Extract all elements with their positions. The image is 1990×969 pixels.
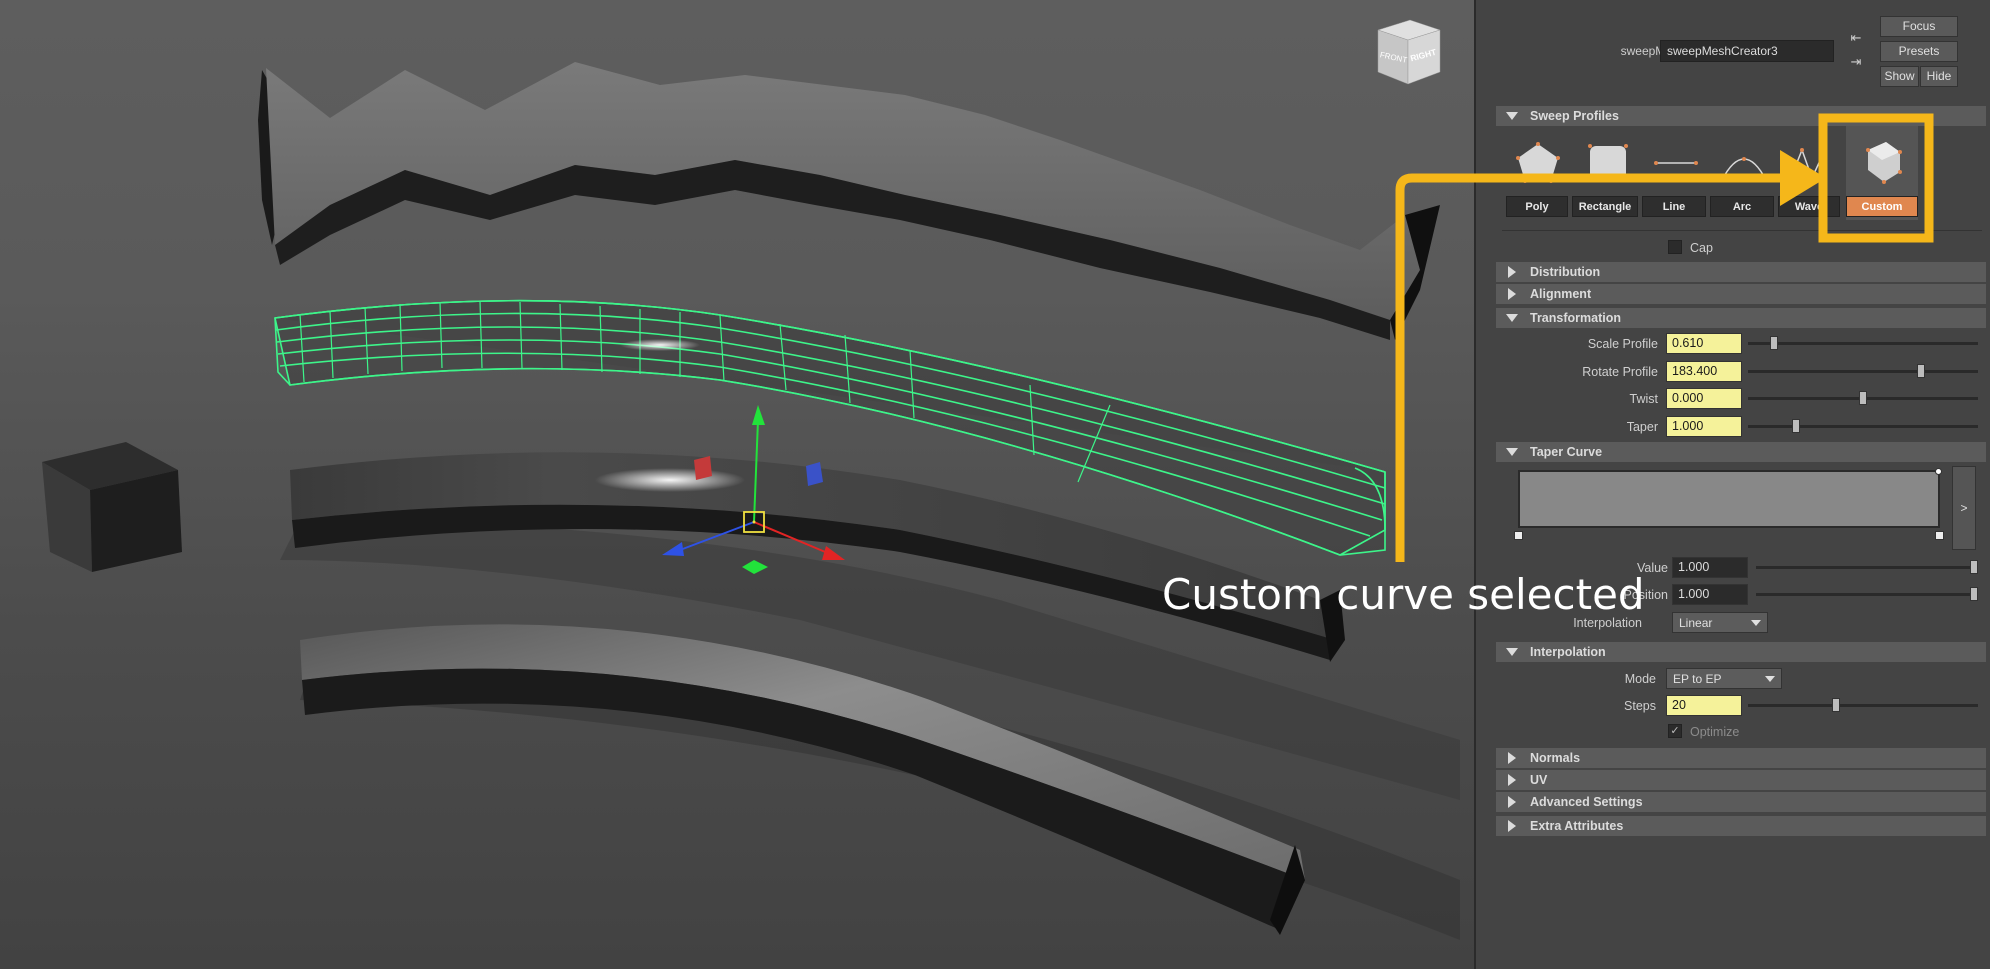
ground-shadow <box>280 520 1460 800</box>
scale-profile-slider-handle[interactable] <box>1770 336 1779 350</box>
optimize-label: Optimize <box>1690 725 1740 739</box>
twist-field[interactable]: 0.000 <box>1666 388 1742 409</box>
rotate-profile-slider-handle[interactable] <box>1916 364 1925 378</box>
rotate-profile-label: Rotate Profile <box>1582 365 1658 379</box>
curve-interpolation-dropdown[interactable]: Linear <box>1672 612 1768 633</box>
scale-profile-slider[interactable] <box>1748 342 1978 345</box>
specular-highlight <box>620 339 700 351</box>
cap-label: Cap <box>1690 241 1713 255</box>
section-normals[interactable]: Normals <box>1496 748 1986 768</box>
custom-profile-icon[interactable] <box>1854 136 1910 186</box>
curve-value-slider[interactable] <box>1756 566 1978 569</box>
3d-viewport[interactable]: FRONT RIGHT <box>0 0 1474 969</box>
expand-arrow-icon <box>1508 752 1516 764</box>
curve-value-label: Value <box>1636 561 1668 575</box>
line-profile-icon[interactable] <box>1648 138 1704 188</box>
curve-position-slider-handle[interactable] <box>1970 587 1978 601</box>
presets-button[interactable]: Presets <box>1880 41 1958 62</box>
section-advanced-settings[interactable]: Advanced Settings <box>1496 792 1986 812</box>
section-taper-curve[interactable]: Taper Curve <box>1496 442 1986 462</box>
annotation-label: Custom curve selected <box>1162 570 1645 619</box>
profile-button-wave[interactable]: Wave <box>1778 196 1840 217</box>
optimize-checkbox[interactable]: ✓ <box>1668 724 1682 738</box>
curve-interpolation-label: Interpolation <box>1573 616 1642 630</box>
arc-profile-icon[interactable] <box>1716 138 1772 188</box>
view-cube[interactable]: FRONT RIGHT <box>1370 12 1450 92</box>
curve-position-slider[interactable] <box>1756 593 1978 596</box>
curve-reset-icon[interactable] <box>1514 531 1523 540</box>
scale-profile-field[interactable]: 0.610 <box>1666 333 1742 354</box>
output-connection-icon[interactable]: ⇥ <box>1850 54 1862 69</box>
profile-button-arc[interactable]: Arc <box>1710 196 1774 217</box>
profile-button-rectangle[interactable]: Rectangle <box>1572 196 1638 217</box>
curve-key-icon[interactable] <box>1935 531 1944 540</box>
input-connection-icon[interactable]: ⇤ <box>1850 30 1862 45</box>
profile-button-line[interactable]: Line <box>1642 196 1706 217</box>
taper-slider-handle[interactable] <box>1792 419 1801 433</box>
mode-dropdown[interactable]: EP to EP <box>1666 668 1782 689</box>
steps-slider-handle[interactable] <box>1832 698 1841 712</box>
collapse-arrow-icon <box>1506 314 1518 322</box>
expand-arrow-icon <box>1508 796 1516 808</box>
pentagon-profile-icon[interactable] <box>1510 138 1566 188</box>
curve-position-label: Position <box>1623 588 1668 602</box>
curve-position-field[interactable]: 1.000 <box>1672 584 1748 605</box>
attribute-editor-panel: sweepMeshCreator: sweepMeshCreator3 ⇤ ⇥ … <box>1474 0 1990 969</box>
scene-canvas[interactable] <box>0 0 1474 969</box>
specular-highlight <box>595 468 745 492</box>
taper-curve-graph[interactable] <box>1514 468 1944 540</box>
collapse-arrow-icon <box>1506 112 1518 120</box>
ground-shadow <box>300 638 1460 940</box>
mode-label: Mode <box>1624 672 1656 686</box>
curve-value-field[interactable]: 1.000 <box>1672 557 1748 578</box>
show-button[interactable]: Show <box>1880 66 1919 87</box>
expand-arrow-icon <box>1508 820 1516 832</box>
steps-slider[interactable] <box>1748 704 1978 707</box>
profile-button-poly[interactable]: Poly <box>1506 196 1568 217</box>
divider <box>1502 230 1982 231</box>
section-sweep-profiles[interactable]: Sweep Profiles <box>1496 106 1986 126</box>
taper-slider[interactable] <box>1748 425 1978 428</box>
selected-wireframe-sweep <box>274 299 1386 556</box>
taper-label: Taper <box>1626 420 1658 434</box>
steps-field[interactable]: 20 <box>1666 695 1742 716</box>
scale-profile-label: Scale Profile <box>1587 337 1658 351</box>
cap-checkbox[interactable] <box>1668 240 1682 254</box>
move-manipulator <box>662 405 845 574</box>
section-distribution[interactable]: Distribution <box>1496 262 1986 282</box>
profile-button-custom[interactable]: Custom <box>1846 196 1918 217</box>
curve-point-handle[interactable] <box>1935 468 1942 475</box>
focus-button[interactable]: Focus <box>1880 16 1958 37</box>
collapse-arrow-icon <box>1506 648 1518 656</box>
wave-profile-icon[interactable] <box>1782 138 1838 188</box>
twist-label: Twist <box>1629 392 1658 406</box>
section-alignment[interactable]: Alignment <box>1496 284 1986 304</box>
expand-arrow-icon <box>1508 774 1516 786</box>
rectangle-profile-icon[interactable] <box>1580 138 1636 188</box>
dropdown-arrow-icon <box>1751 620 1761 626</box>
expand-arrow-icon <box>1508 266 1516 278</box>
node-name-field[interactable]: sweepMeshCreator3 <box>1660 40 1834 62</box>
section-transformation[interactable]: Transformation <box>1496 308 1986 328</box>
twist-slider-handle[interactable] <box>1859 391 1867 405</box>
curve-expand-button[interactable]: > <box>1952 466 1976 550</box>
rotate-profile-field[interactable]: 183.400 <box>1666 361 1742 382</box>
section-uv[interactable]: UV <box>1496 770 1986 790</box>
hide-button[interactable]: Hide <box>1920 66 1958 87</box>
section-extra-attributes[interactable]: Extra Attributes <box>1496 816 1986 836</box>
section-interpolation[interactable]: Interpolation <box>1496 642 1986 662</box>
curve-value-slider-handle[interactable] <box>1970 560 1978 574</box>
taper-field[interactable]: 1.000 <box>1666 416 1742 437</box>
dropdown-arrow-icon <box>1765 676 1775 682</box>
steps-label: Steps <box>1624 699 1656 713</box>
profile-cube-object <box>42 442 182 572</box>
collapse-arrow-icon <box>1506 448 1518 456</box>
rotate-profile-slider[interactable] <box>1748 370 1978 373</box>
expand-arrow-icon <box>1508 288 1516 300</box>
light-tube-mesh <box>300 624 1305 935</box>
zigzag-sweep-mesh <box>258 62 1440 340</box>
